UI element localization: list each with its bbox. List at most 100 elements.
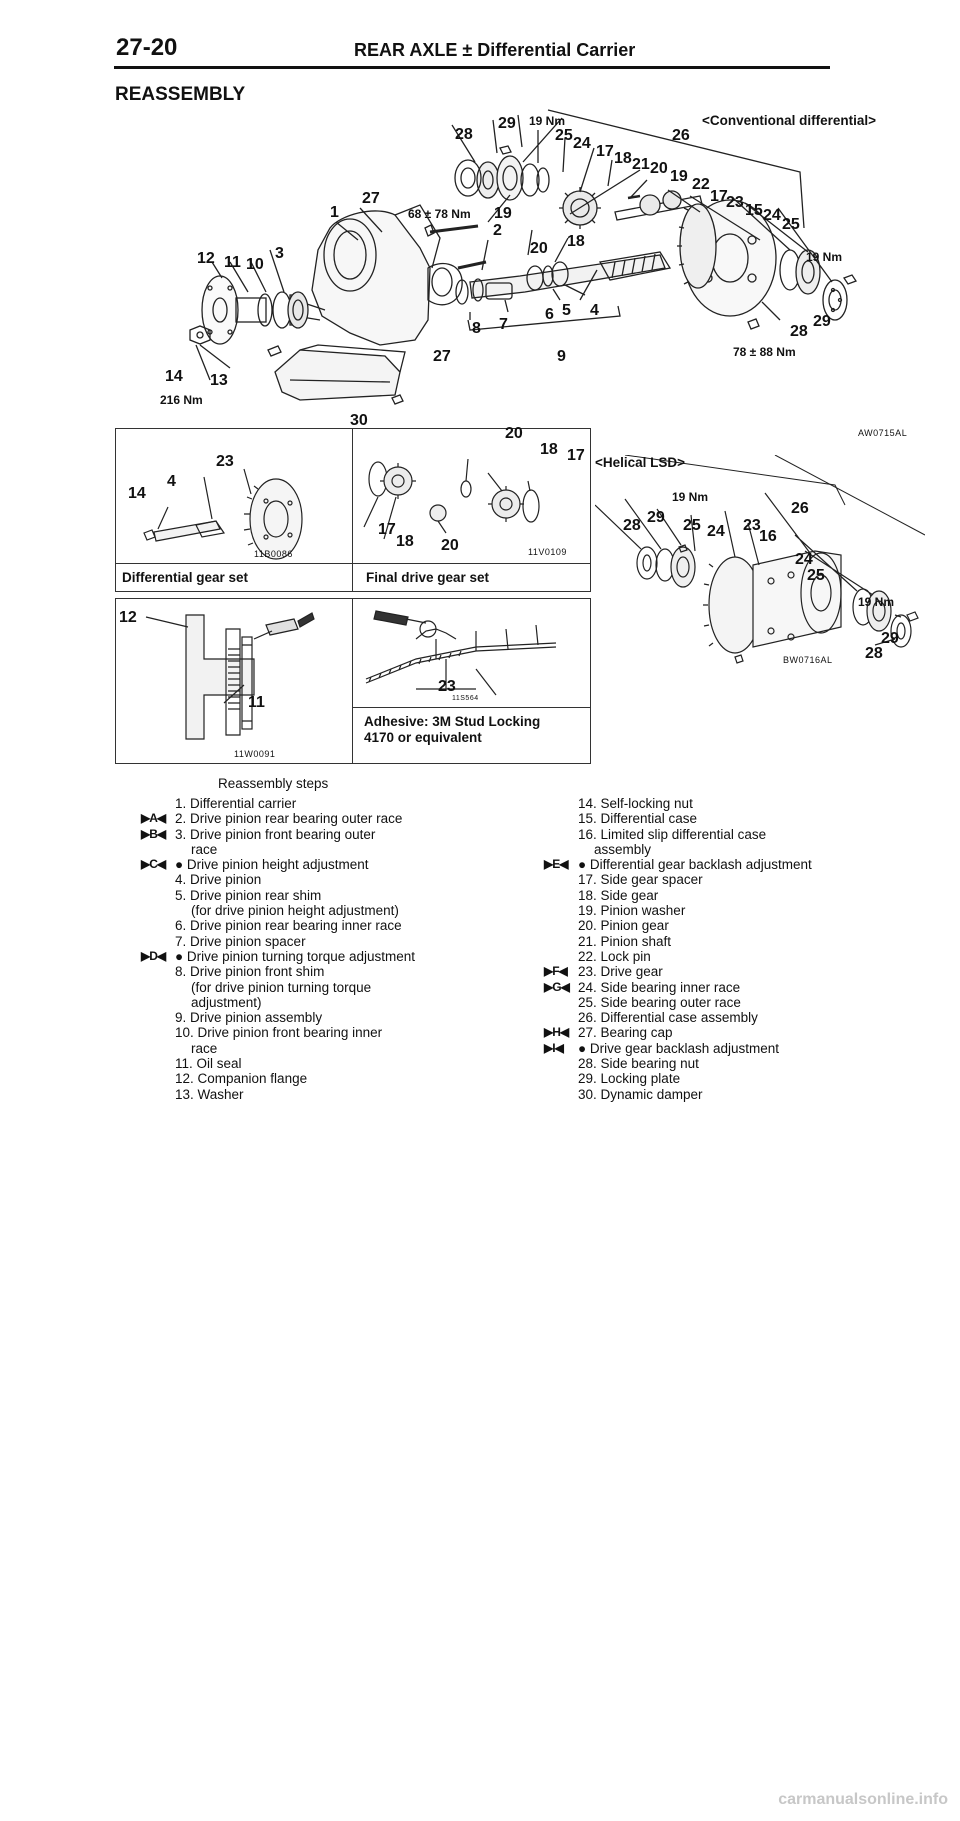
callout-3: 3 — [275, 245, 284, 262]
step-text: 19. Pinion washer — [578, 903, 686, 919]
step-marker: ▶A◀ — [141, 811, 166, 826]
step-text: 11. Oil seal — [175, 1056, 242, 1072]
lsd-diagram-code: BW0716AL — [783, 655, 833, 665]
box-caption-divider — [116, 563, 590, 564]
step-row: 5. Drive pinion rear shim — [175, 888, 505, 903]
step-row: 22. Lock pin — [578, 949, 918, 964]
step-text: 14. Self-locking nut — [578, 796, 693, 811]
step-row: 21. Pinion shaft — [578, 934, 918, 949]
callout-20b: 20 — [530, 240, 548, 257]
callout-6: 6 — [545, 306, 554, 323]
step-text: ● Differential gear backlash adjustment — [578, 857, 812, 873]
reassembly-steps-heading: Reassembly steps — [218, 776, 329, 791]
main-diagram-art — [189, 109, 857, 405]
step-text: 13. Washer — [175, 1086, 244, 1102]
step-row: adjustment) — [175, 995, 505, 1010]
callout-1: 1 — [330, 204, 339, 221]
gear-right-callout-17a: 17 — [567, 447, 585, 464]
step-text: 12. Companion flange — [175, 1071, 308, 1087]
callout-9: 9 — [557, 348, 566, 365]
step-row: ▶A◀ 2. Drive pinion rear bearing outer ra… — [141, 811, 505, 827]
callout-17b: 17 — [710, 188, 728, 205]
callout-28b: 28 — [790, 323, 808, 340]
step-text: 18. Side gear — [578, 887, 659, 903]
step-text: 23. Drive gear — [578, 964, 663, 980]
step-row: race — [175, 1041, 505, 1056]
step-marker: ▶B◀ — [141, 826, 166, 841]
step-text: ● Drive pinion turning torque adjustment — [175, 948, 416, 964]
box-vertical-divider — [352, 429, 353, 591]
variant-label-helical-lsd: <Helical LSD> — [595, 455, 686, 470]
step-text: 10. Drive pinion front bearing inner — [175, 1025, 383, 1041]
step-text: 25. Side bearing outer race — [578, 994, 741, 1010]
step-text: 27. Bearing cap — [578, 1025, 673, 1041]
step-text: 3. Drive pinion front bearing outer — [175, 826, 376, 842]
lsd-torque-19nm-top: 19 Nm — [672, 490, 709, 504]
torque-78-88nm: 78 ± 88 Nm — [733, 345, 796, 359]
step-row: ▶C◀● Drive pinion height adjustment — [141, 857, 505, 872]
gear-sets-box: 23 4 14 11B0086 20 18 17 17 18 20 11V010… — [115, 425, 591, 592]
callout-20: 20 — [650, 160, 668, 177]
step-text: 26. Differential case assembly — [578, 1010, 758, 1026]
lsd-callout-24: 24 — [707, 523, 725, 540]
step-text: 20. Pinion gear — [578, 918, 669, 934]
steps-left-column: 1. Differential carrier ▶A◀ 2. Drive pinio… — [141, 796, 505, 1102]
step-text: 17. Side gear spacer — [578, 872, 703, 888]
page-number: 27-20 — [116, 34, 178, 61]
lsd-callout-29: 29 — [647, 509, 665, 526]
step-text: 2. Drive pinion rear bearing outer race — [175, 811, 403, 827]
callout-23: 23 — [726, 194, 744, 211]
callout-11: 11 — [224, 254, 241, 271]
gear-right-callout-17b: 17 — [378, 521, 396, 538]
lsd-art — [595, 455, 925, 664]
step-text: 1. Differential carrier — [175, 796, 297, 811]
adhesive-caption-divider — [352, 707, 590, 708]
step-row: assembly — [578, 842, 918, 857]
step-text: race — [191, 1040, 218, 1056]
step-text: adjustment) — [191, 994, 262, 1010]
callout-13: 13 — [210, 372, 228, 389]
section-title: REASSEMBLY — [115, 84, 246, 105]
callout-4: 4 — [590, 302, 599, 319]
step-text: 6. Drive pinion rear bearing inner race — [175, 918, 402, 934]
step-row: 20. Pinion gear — [578, 918, 918, 933]
step-row: (for drive pinion turning torque — [175, 980, 505, 995]
step-marker: ▶H◀ — [544, 1025, 569, 1040]
step-row: 30. Dynamic damper — [578, 1087, 918, 1102]
step-text: race — [191, 841, 218, 857]
callout-24: 24 — [573, 135, 591, 152]
step-text: 28. Side bearing nut — [578, 1056, 699, 1072]
step-text: 5. Drive pinion rear shim — [175, 887, 322, 903]
step-row: 25. Side bearing outer race — [578, 995, 918, 1010]
step-row: (for drive pinion height adjustment) — [175, 903, 505, 918]
seal-callout-23: 23 — [438, 678, 456, 695]
step-row: ▶E◀● Differential gear backlash adjustme… — [544, 857, 918, 873]
page-title: REAR AXLE ± Differential Carrier — [354, 40, 636, 60]
step-row: race — [175, 842, 505, 857]
callout-27: 27 — [362, 190, 380, 207]
gear-right-callout-20b: 20 — [441, 537, 459, 554]
seal-adhesive-box: 12 11 11W0091 23 11S564 Adhesive: 3M Stu… — [115, 598, 591, 764]
torque-19nm-top: 19 Nm — [529, 114, 566, 128]
step-marker: ▶F◀ — [544, 964, 568, 979]
step-text: (for drive pinion turning torque — [191, 979, 372, 995]
callout-22: 22 — [692, 176, 710, 193]
gear-right-callout-18a: 18 — [540, 441, 558, 458]
step-row: 12. Companion flange — [175, 1071, 505, 1086]
step-text: 4. Drive pinion — [175, 872, 262, 888]
step-marker: ▶D◀ — [141, 948, 166, 963]
lsd-callout-24b: 24 — [795, 551, 813, 568]
caption-differential-gear-set: Differential gear set — [122, 570, 249, 585]
callout-19: 19 — [670, 168, 688, 185]
lsd-callout-28b: 28 — [865, 645, 883, 662]
seal-left-code: 11W0091 — [234, 749, 276, 759]
callout-27b: 27 — [433, 348, 451, 365]
step-text: 7. Drive pinion spacer — [175, 933, 306, 949]
lsd-callout-25b: 25 — [807, 567, 825, 584]
step-row: ▶D◀ ● Drive pinion turning torque adjustm… — [141, 948, 505, 964]
step-row: 26. Differential case assembly — [578, 1010, 918, 1025]
gear-left-callout-4: 4 — [167, 473, 176, 490]
torque-216nm: 216 Nm — [160, 393, 203, 407]
step-row: 29. Locking plate — [578, 1071, 918, 1086]
lsd-callout-25: 25 — [683, 517, 701, 534]
